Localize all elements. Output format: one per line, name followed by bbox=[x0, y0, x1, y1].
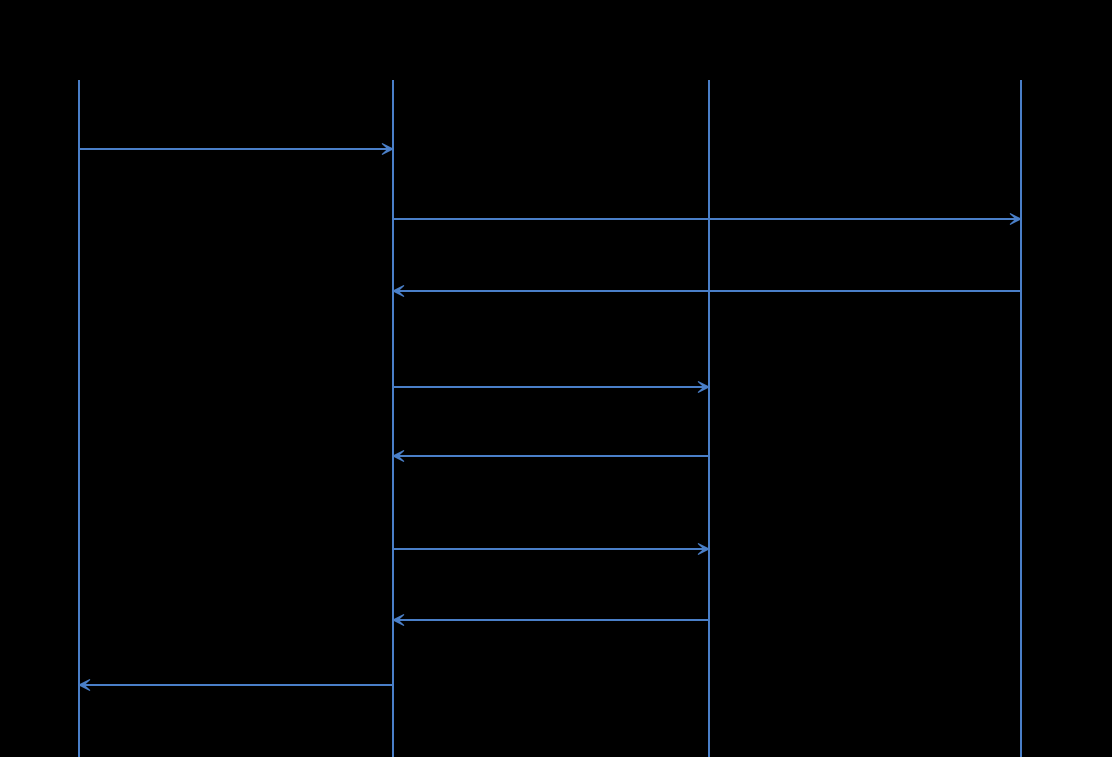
message-8 bbox=[77, 679, 393, 691]
message-3 bbox=[391, 285, 1021, 297]
message-1 bbox=[79, 143, 395, 155]
message-2-arrowhead bbox=[1009, 213, 1023, 225]
message-4-arrowhead bbox=[697, 381, 711, 393]
lifelines-group bbox=[78, 80, 1022, 757]
message-1-arrowhead bbox=[381, 143, 395, 155]
message-6-arrowhead bbox=[697, 543, 711, 555]
message-7-arrowhead bbox=[391, 614, 405, 626]
message-7 bbox=[391, 614, 709, 626]
messages-group bbox=[77, 143, 1023, 691]
message-2 bbox=[393, 213, 1023, 225]
message-3-arrowhead bbox=[391, 285, 405, 297]
message-5 bbox=[391, 450, 709, 462]
message-5-arrowhead bbox=[391, 450, 405, 462]
message-6 bbox=[393, 543, 711, 555]
message-4 bbox=[393, 381, 711, 393]
message-8-arrowhead bbox=[77, 679, 91, 691]
